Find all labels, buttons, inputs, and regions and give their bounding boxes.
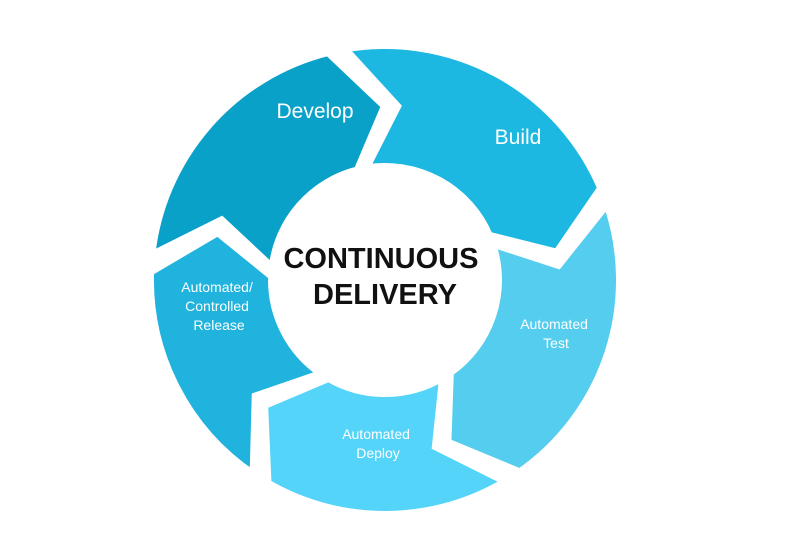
segment-release	[145, 227, 331, 483]
segment-deploy	[259, 369, 515, 519]
center-circle	[280, 175, 490, 385]
segment-label-develop: Develop	[276, 100, 353, 123]
segment-test	[443, 195, 624, 478]
segment-labels: Develop Build Automated Test Automated D…	[181, 100, 592, 461]
segment-label-test: Automated Test	[520, 316, 592, 351]
segment-build	[336, 41, 606, 258]
segment-develop	[146, 47, 390, 277]
segment-label-deploy: Automated Deploy	[342, 426, 414, 461]
center-title: CONTINUOUS DELIVERY	[283, 243, 486, 311]
segment-label-build: Build	[495, 126, 542, 149]
segment-label-release: Automated/ Controlled Release	[181, 279, 257, 333]
cycle-segments	[145, 41, 624, 519]
